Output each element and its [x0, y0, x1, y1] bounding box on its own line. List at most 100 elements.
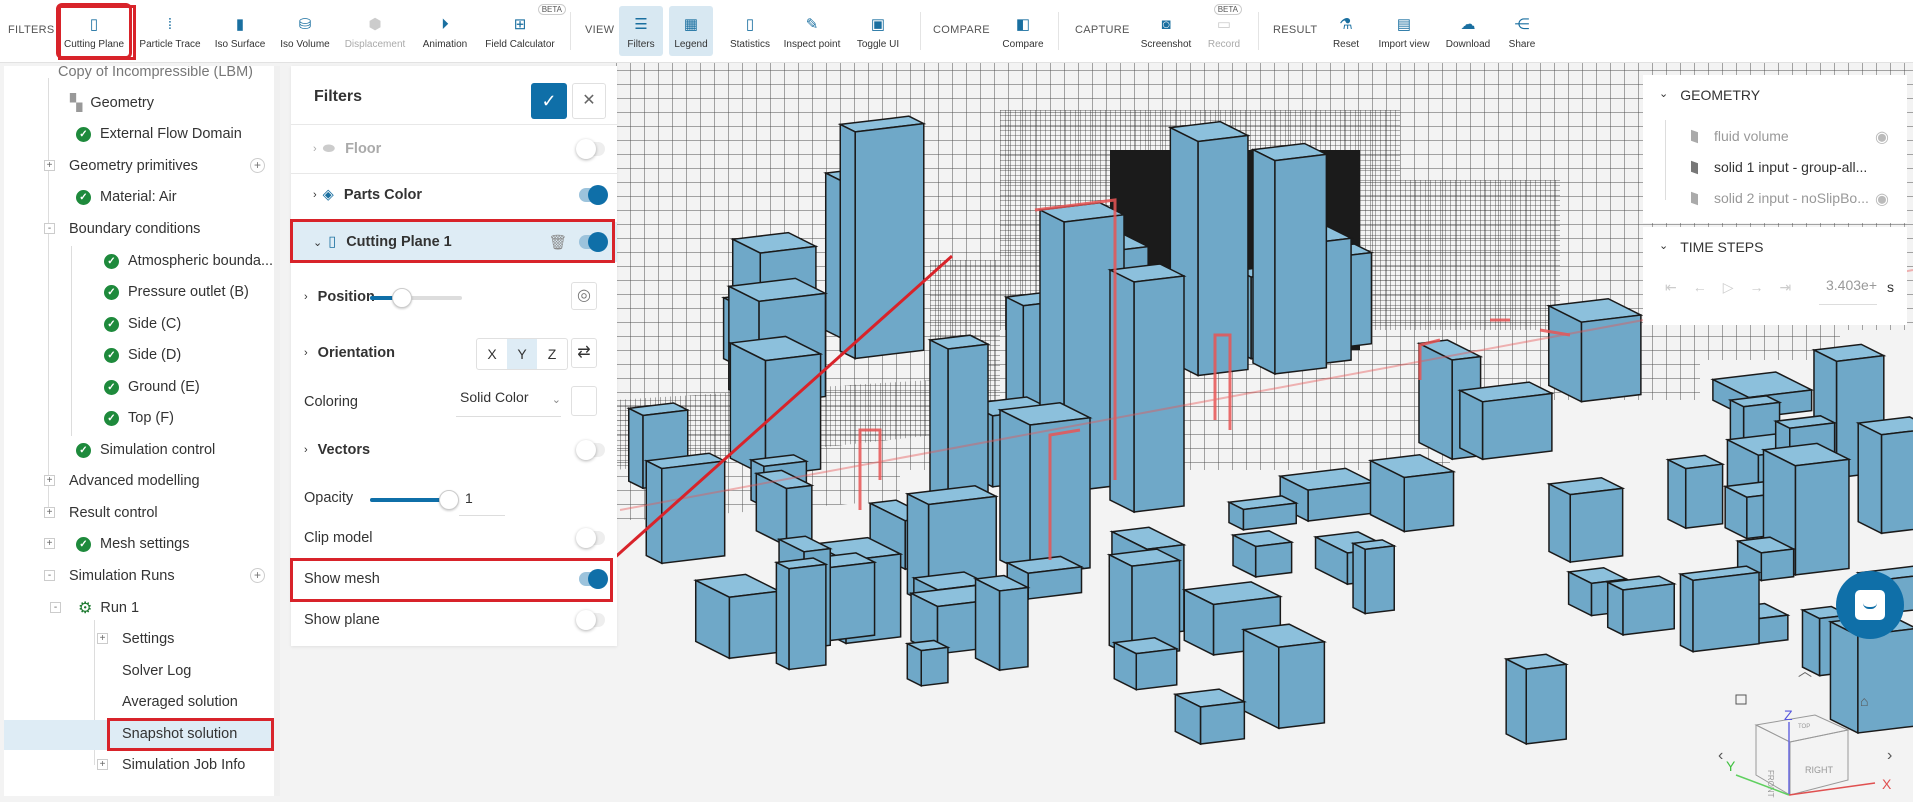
orientation-z-button[interactable]: Z	[547, 346, 557, 362]
share-button[interactable]: ⋲Share	[1496, 6, 1548, 56]
record-button[interactable]: BETA▭Record	[1198, 4, 1250, 56]
geometry-item[interactable]: fluid volume	[1691, 128, 1789, 144]
download-button[interactable]: ☁Download	[1442, 6, 1494, 56]
tree-item[interactable]: ✓External Flow Domain	[76, 120, 242, 148]
filter-cutting-plane-1[interactable]: ⌄▯Cutting Plane 1🗑	[291, 222, 617, 262]
collapse-icon[interactable]: -	[44, 570, 55, 581]
screenshot-button[interactable]: ◙Screenshot	[1140, 6, 1192, 56]
statistics-button[interactable]: ▯Statistics	[724, 6, 776, 56]
3d-viewport[interactable]	[0, 63, 1913, 802]
play-icon[interactable]: ▷	[1722, 279, 1734, 295]
show-plane-toggle[interactable]	[576, 610, 605, 630]
tree-item[interactable]: Simulation Job Info	[122, 751, 245, 779]
tree-item[interactable]: ✓Top (F)	[104, 404, 174, 432]
rotate-up-icon[interactable]: ︿	[1798, 663, 1812, 679]
chevron-right-icon[interactable]: ›	[304, 291, 308, 303]
import-view-button[interactable]: ▤Import view	[1378, 6, 1430, 56]
collapse-icon[interactable]: -	[50, 602, 61, 613]
expand-icon[interactable]: +	[44, 475, 55, 486]
center-position-button[interactable]: ◎	[571, 282, 597, 310]
tree-item[interactable]: ✓Pressure outlet (B)	[104, 278, 249, 306]
tree-item[interactable]: ✓Atmospheric bounda...	[104, 247, 273, 275]
tree-item[interactable]: Solver Log	[122, 657, 191, 685]
chevron-right-icon[interactable]: ›	[304, 444, 308, 456]
cutting-plane-toggle[interactable]	[579, 232, 608, 252]
face-front[interactable]: FRONT	[1766, 770, 1775, 798]
iso-volume-button[interactable]: ⛁Iso Volume	[279, 6, 331, 56]
eye-hidden-icon[interactable]: ◉	[1875, 191, 1889, 208]
rotate-left-icon[interactable]: ‹	[1718, 747, 1723, 764]
tree-root[interactable]: Copy of Incompressible (LBM)	[58, 66, 254, 80]
expand-icon[interactable]: +	[44, 507, 55, 518]
camera-icon[interactable]	[1735, 694, 1747, 705]
coloring-select[interactable]: Solid Color⌄	[456, 384, 561, 417]
tree-item[interactable]: ✓Simulation control	[76, 436, 215, 464]
inspect-point-button[interactable]: ✎Inspect point	[784, 6, 841, 56]
tree-item[interactable]: Geometry primitives	[69, 152, 198, 180]
tree-item[interactable]: ▚Geometry	[70, 89, 154, 117]
tree-item[interactable]: ✓Side (D)	[104, 341, 181, 369]
geometry-item[interactable]: solid 1 input - group-all...	[1691, 159, 1867, 175]
rotate-right-icon[interactable]: ›	[1887, 747, 1892, 764]
tree-item[interactable]: Advanced modelling	[69, 467, 200, 495]
show-mesh-toggle[interactable]	[579, 569, 608, 589]
geometry-item[interactable]: solid 2 input - noSlipBo...	[1691, 190, 1869, 206]
time-step-input[interactable]: 3.403e+	[1819, 277, 1877, 305]
tree-item[interactable]: Simulation Runs	[69, 562, 175, 590]
field-calculator-button[interactable]: BETA⊞Field Calculator	[480, 4, 566, 56]
expand-icon[interactable]: +	[44, 538, 55, 549]
expand-icon[interactable]: +	[97, 759, 108, 770]
cutting-plane-button[interactable]: ▯Cutting Plane	[56, 3, 132, 59]
filter-parts-color[interactable]: ›◈Parts Color	[291, 175, 617, 215]
add-button[interactable]: +	[250, 158, 265, 173]
apply-button[interactable]: ✓	[531, 83, 567, 119]
parts-color-toggle[interactable]	[579, 185, 608, 205]
slider-handle[interactable]	[439, 490, 459, 510]
tree-item[interactable]: Settings	[122, 625, 174, 653]
slider-handle[interactable]	[392, 288, 413, 308]
close-button[interactable]: ✕	[572, 83, 606, 119]
iso-surface-button[interactable]: ▮Iso Surface	[214, 6, 266, 56]
add-button[interactable]: +	[250, 568, 265, 583]
previous-step-icon[interactable]: ←	[1692, 279, 1707, 295]
expand-icon[interactable]: +	[44, 160, 55, 171]
tree-item[interactable]: ⚙Run 1	[78, 594, 139, 622]
view-cube[interactable]: ︿ ⌂ ‹ › FRONT RIGHT TOP Z X Y	[1700, 640, 1913, 802]
tree-item[interactable]: ✓Side (C)	[104, 310, 181, 338]
orientation-x-button[interactable]: X	[487, 346, 497, 362]
eye-hidden-icon[interactable]: ◉	[1875, 129, 1889, 146]
particle-trace-button[interactable]: ⁞Particle Trace	[139, 6, 200, 56]
vectors-toggle[interactable]	[576, 440, 605, 460]
filters-toggle-button[interactable]: ☰Filters	[619, 6, 663, 56]
time-steps-header[interactable]: ⌄TIME STEPS	[1659, 239, 1763, 255]
color-swatch[interactable]	[571, 386, 597, 416]
tree-item[interactable]: Snapshot solution	[122, 720, 237, 748]
face-right[interactable]: RIGHT	[1805, 765, 1834, 775]
displacement-button[interactable]: ⬢Displacement	[345, 6, 406, 56]
trash-icon[interactable]: 🗑	[548, 234, 567, 251]
opacity-slider[interactable]	[370, 490, 459, 510]
toggle-ui-button[interactable]: ▣Toggle UI	[852, 6, 904, 56]
position-slider[interactable]	[370, 288, 462, 308]
chevron-right-icon[interactable]: ›	[304, 347, 308, 359]
compare-button[interactable]: ◧Compare	[997, 6, 1049, 56]
orientation-y-button[interactable]: Y	[507, 339, 537, 369]
tree-item[interactable]: Result control	[69, 499, 158, 527]
next-step-icon[interactable]: →	[1749, 279, 1764, 295]
first-step-icon[interactable]: ⇤	[1665, 279, 1677, 295]
expand-icon[interactable]: +	[97, 633, 108, 644]
tree-item[interactable]: ✓Mesh settings	[76, 530, 189, 558]
flip-orientation-button[interactable]: ⇄	[571, 338, 597, 368]
animation-button[interactable]: ⏵Animation	[419, 6, 471, 56]
home-icon[interactable]: ⌂	[1860, 693, 1868, 709]
opacity-input[interactable]: 1	[459, 486, 505, 516]
clip-model-toggle[interactable]	[576, 528, 605, 548]
filter-floor[interactable]: ›⬬Floor	[291, 129, 617, 169]
tree-item[interactable]: ✓Ground (E)	[104, 373, 200, 401]
last-step-icon[interactable]: ⇥	[1779, 279, 1792, 295]
face-top[interactable]: TOP	[1798, 724, 1810, 730]
legend-toggle-button[interactable]: ▦Legend	[669, 6, 713, 56]
reset-button[interactable]: ⚗Reset	[1320, 6, 1372, 56]
geometry-header[interactable]: ⌄GEOMETRY	[1659, 87, 1760, 103]
chat-button[interactable]	[1836, 571, 1904, 639]
